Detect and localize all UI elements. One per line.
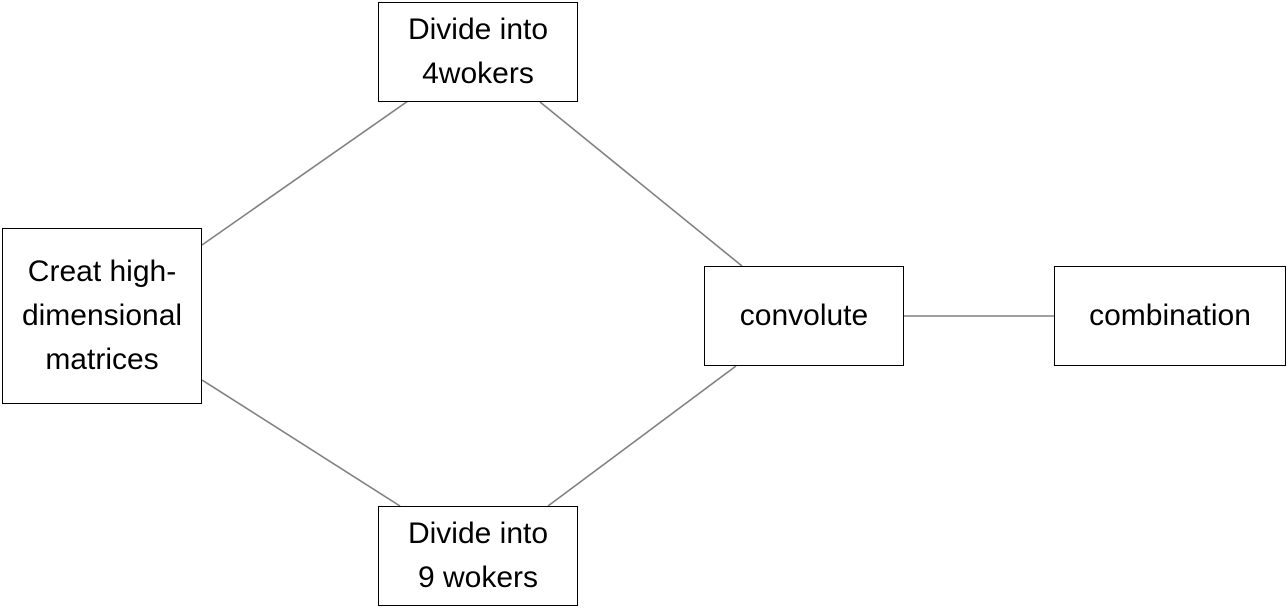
create-matrices-label: Creat high- dimensional matrices <box>22 250 182 382</box>
create-matrices-line-2: dimensional <box>21 299 183 332</box>
divide-nine-workers-label: Divide into 9 wokers <box>408 512 548 600</box>
edge-create-to-nine <box>201 379 401 507</box>
convolute-line-1: convolute <box>739 299 869 332</box>
create-matrices-line-3: matrices <box>45 343 159 376</box>
divide-nine-line-2: 9 wokers <box>417 561 539 594</box>
divide-nine-workers-node: Divide into 9 wokers <box>378 506 578 606</box>
divide-four-workers-label: Divide into 4wokers <box>408 8 548 96</box>
edge-create-to-four <box>201 100 409 246</box>
edge-four-to-convolute <box>539 101 743 267</box>
combination-line-1: combination <box>1089 299 1251 332</box>
divide-four-line-2: 4wokers <box>422 57 534 90</box>
create-matrices-line-1: Creat high- <box>27 255 177 288</box>
create-matrices-node: Creat high- dimensional matrices <box>2 228 202 404</box>
combination-node: combination <box>1054 266 1286 366</box>
combination-label: combination <box>1089 294 1251 338</box>
edge-nine-to-convolute <box>547 365 737 507</box>
convolute-label: convolute <box>740 294 868 338</box>
convolute-node: convolute <box>704 266 904 366</box>
divide-four-workers-node: Divide into 4wokers <box>378 2 578 102</box>
divide-nine-line-1: Divide into <box>407 517 549 550</box>
divide-four-line-1: Divide into <box>407 13 549 46</box>
